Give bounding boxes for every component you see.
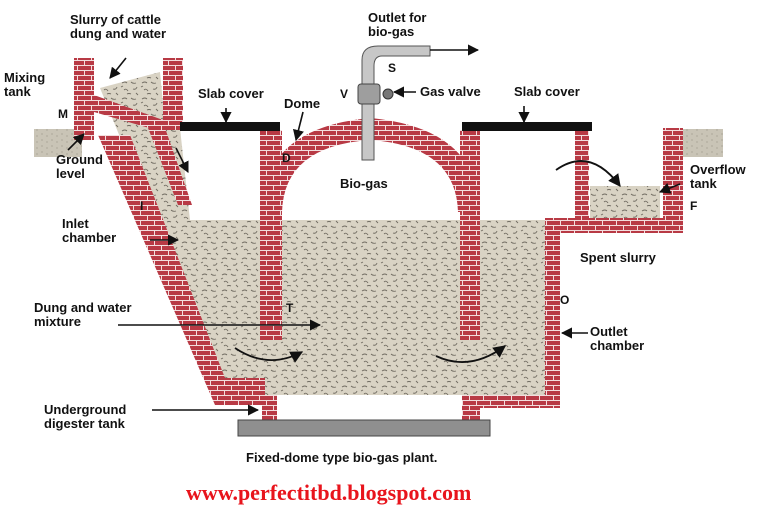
label-bio-gas: Bio-gas: [340, 176, 388, 191]
dome-arch: [262, 118, 480, 212]
label-letter-o: O: [560, 293, 569, 307]
digester-bottom-left: [262, 395, 277, 420]
label-letter-m: M: [58, 107, 68, 121]
outlet-inner-post: [575, 130, 589, 220]
slab-cover-right: [462, 122, 592, 131]
inlet-wall-outer: [98, 135, 265, 405]
caption: Fixed-dome type bio-gas plant.: [246, 450, 437, 465]
label-letter-t: T: [286, 301, 294, 315]
foundation-base: [237, 419, 491, 437]
overflow-tank-wall: [663, 128, 683, 233]
gas-valve-body: [357, 83, 381, 105]
website-url[interactable]: www.perfectitbd.blogspot.com: [186, 480, 471, 505]
label-letter-v: V: [340, 87, 348, 101]
label-letter-i: I: [140, 199, 143, 213]
label-letter-f: F: [690, 199, 697, 213]
label-spent-slurry: Spent slurry: [580, 250, 657, 265]
inlet-wall-inner: [148, 128, 192, 205]
label-letter-d: D: [282, 151, 291, 165]
flow-arrows: [234, 160, 621, 363]
label-slab-cover-left: Slab cover: [198, 86, 264, 101]
mixing-tank-left-wall: [74, 58, 94, 140]
label-dome: Dome: [284, 96, 320, 111]
ground-strip-right: [683, 129, 723, 157]
slab-cover-left: [180, 122, 280, 131]
gas-space: [282, 148, 460, 220]
label-slab-cover-right: Slab cover: [514, 84, 580, 99]
label-gas-valve: Gas valve: [420, 84, 481, 99]
overflow-tank-floor: [545, 218, 683, 233]
outlet-chamber-wall: [462, 220, 560, 408]
leader-arrows: [67, 44, 681, 416]
overflow-slurry: [590, 186, 660, 218]
gas-outlet-pipe: [361, 45, 431, 161]
gas-valve-knob-icon: [382, 88, 394, 100]
mixing-tank-right-wall: [163, 58, 183, 130]
digester-slurry: [100, 72, 545, 405]
label-letter-s: S: [388, 61, 396, 75]
mixing-tank-floor: [94, 95, 163, 132]
